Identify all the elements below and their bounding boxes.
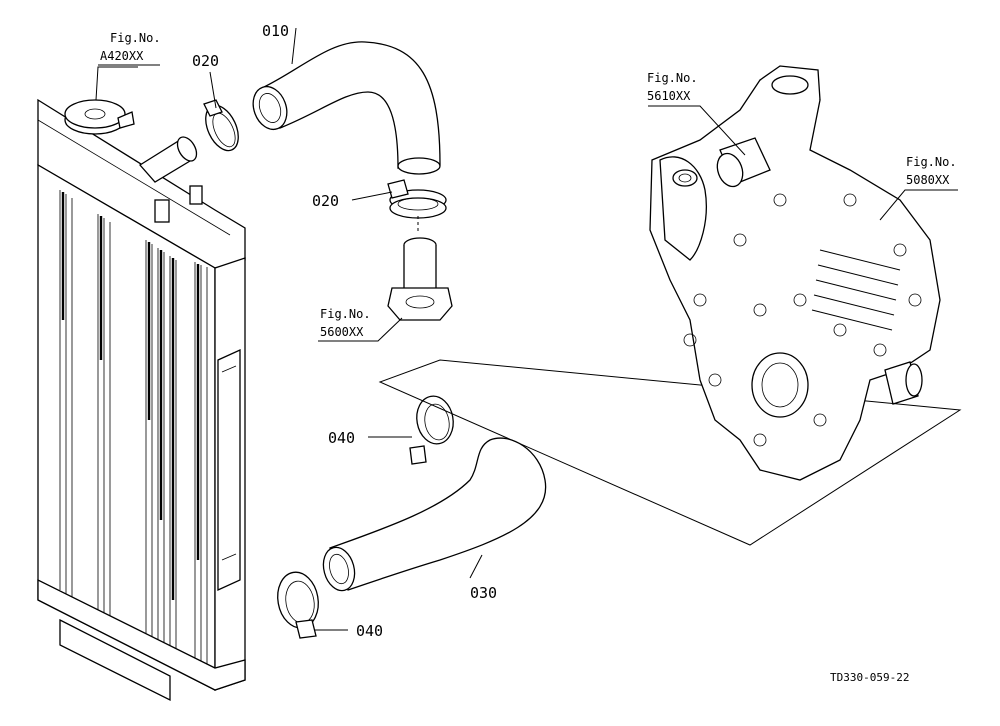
label-040-upper: 040 — [328, 429, 355, 447]
label-040-lower: 040 — [356, 622, 383, 640]
figref-5080xx-title: Fig.No. — [906, 155, 957, 169]
reference-plane — [378, 359, 962, 546]
leader-lines — [95, 27, 958, 631]
figref-a420xx-title: Fig.No. — [110, 31, 161, 45]
upper-hose-010 — [252, 41, 441, 175]
figref-5610xx-title: Fig.No. — [647, 71, 698, 85]
figref-5600xx-title: Fig.No. — [320, 307, 371, 321]
thermostat-housing — [387, 216, 453, 321]
figref-5600xx-code: 5600XX — [320, 325, 364, 339]
hose-clamp-020-upper — [203, 99, 239, 152]
radiator-fin-shading — [61, 192, 200, 600]
hose-clamp-040-upper — [409, 395, 454, 465]
figref-5080xx-code: 5080XX — [906, 173, 950, 187]
label-010: 010 — [262, 22, 289, 40]
gear-case-bolt-holes — [683, 193, 922, 447]
figref-5610xx-code: 5610XX — [647, 89, 691, 103]
radiator — [37, 98, 246, 702]
hose-clamp-040-lower — [277, 571, 319, 639]
lower-hose-030 — [322, 437, 547, 592]
radiator-core-fins — [59, 190, 208, 684]
drawing-code: TD330-059-22 — [830, 671, 909, 684]
gear-case-ribs — [811, 249, 901, 331]
label-030: 030 — [470, 584, 497, 602]
figref-a420xx-code: A420XX — [100, 49, 144, 63]
label-020-upper: 020 — [192, 52, 219, 70]
label-020-lower: 020 — [312, 192, 339, 210]
gear-case-assembly — [649, 65, 941, 481]
hose-clamp-020-lower — [387, 179, 447, 219]
